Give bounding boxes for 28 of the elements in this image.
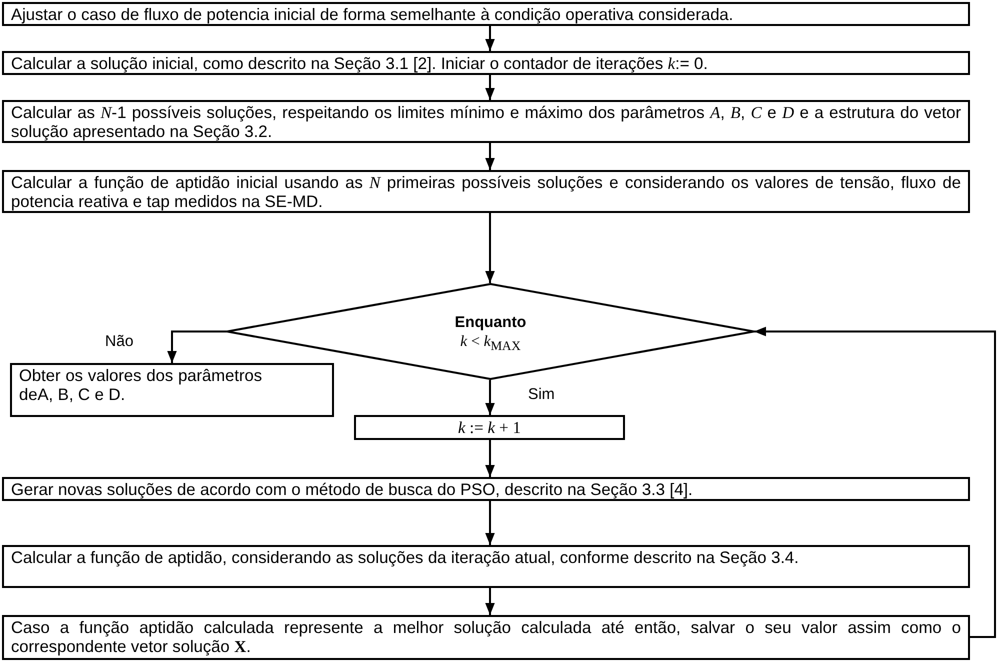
step-text: Calcular a função de aptidão, considerando as soluções da iteração atual, conforme descrito na Seção 3.4. (11, 548, 800, 567)
arrow (485, 440, 495, 477)
arrow (485, 501, 495, 545)
arrow (485, 380, 495, 415)
arrow (485, 75, 495, 100)
process-box (10, 363, 334, 417)
step-text: Ajustar o caso de fluxo de potencia inicial de forma semelhante à condição operativa considerada. (11, 5, 734, 24)
step-text: Calcular as N-1 possíveis soluções, respeitando os limites mínimo e máximo dos parâmetros A, B, C e D e a estrutura do vetor solução apresentado na Seção 3.2. (11, 103, 961, 141)
process-box (2, 2, 970, 26)
step-text: Calcular a função de aptidão inicial usando as N primeiras possíveis soluções e considerando os valores de tensão, fluxo de potencia reativa e tap medidos na SE-MD. (11, 173, 961, 211)
process-box (2, 615, 970, 660)
process-box (2, 477, 970, 501)
loop-condition: k < k$_{MAX}$ (460, 332, 521, 356)
arrow (485, 143, 495, 170)
step-text: Caso a função aptidão calculada represente a melhor solução calculada até então, salvar o seu valor assim como o correspondente vetor solução X. (11, 618, 961, 656)
arrow (754, 326, 996, 638)
process-box (2, 545, 970, 588)
step-text: k := k + 1 (457, 418, 522, 437)
step-text: Gerar novas soluções de acordo com o método de busca do PSO, descrito na Seção 3.3 [4]. (11, 480, 694, 499)
arrow (485, 588, 495, 615)
step-text: Obter os valores dos parâmetros deA, B, C e D. (19, 366, 262, 404)
process-box (2, 51, 970, 75)
arrow (485, 213, 495, 283)
arrow (167, 330, 227, 363)
arrow (485, 26, 495, 51)
step-text: Calcular a solução inicial, como descrito na Seção 3.1 [2]. Iniciar o contador de iterações k:= 0. (11, 54, 709, 73)
loop-heading: Enquanto (454, 313, 526, 332)
process-box (354, 415, 625, 440)
